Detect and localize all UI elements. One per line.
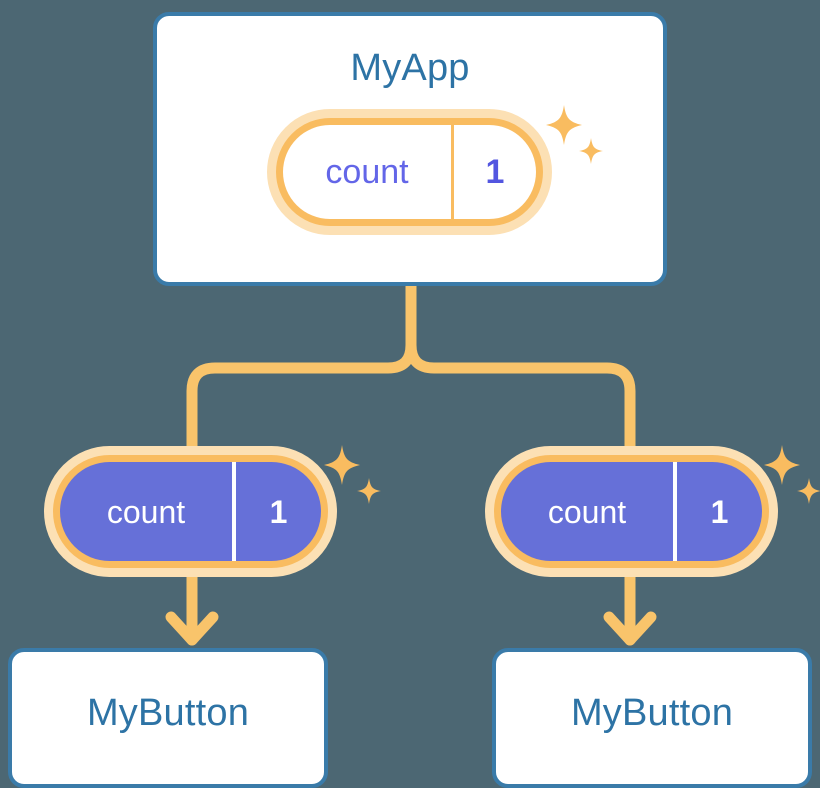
diagram-canvas: MyApp count 1 count 1 MyButton — [8, 12, 820, 788]
state-value: 1 — [673, 462, 762, 561]
state-pill-myapp[interactable]: count 1 — [267, 109, 552, 235]
state-pill-body: count 1 — [485, 446, 778, 577]
state-pill-inner: count 1 — [501, 462, 762, 561]
state-value: 1 — [232, 462, 321, 561]
state-pill-inner: count 1 — [60, 462, 321, 561]
component-title: MyButton — [86, 692, 250, 734]
component-card-mybutton-left[interactable]: MyButton — [8, 648, 328, 788]
state-key: count — [325, 153, 409, 191]
state-key: count — [106, 493, 186, 530]
component-card-mybutton-right[interactable]: MyButton — [492, 648, 812, 788]
state-key: count — [547, 493, 627, 530]
state-pill-child-right[interactable]: count 1 — [485, 446, 778, 577]
component-title: MyButton — [570, 692, 734, 734]
state-value: 1 — [451, 125, 536, 219]
component-title: MyApp — [350, 47, 470, 89]
state-pill-body: count 1 — [44, 446, 337, 577]
arrow-head-left-icon — [165, 611, 219, 646]
arrow-head-right-icon — [603, 611, 657, 646]
state-pill-body: count 1 — [267, 109, 552, 235]
state-pill-inner: count 1 — [283, 125, 536, 219]
state-pill-child-left[interactable]: count 1 — [44, 446, 337, 577]
